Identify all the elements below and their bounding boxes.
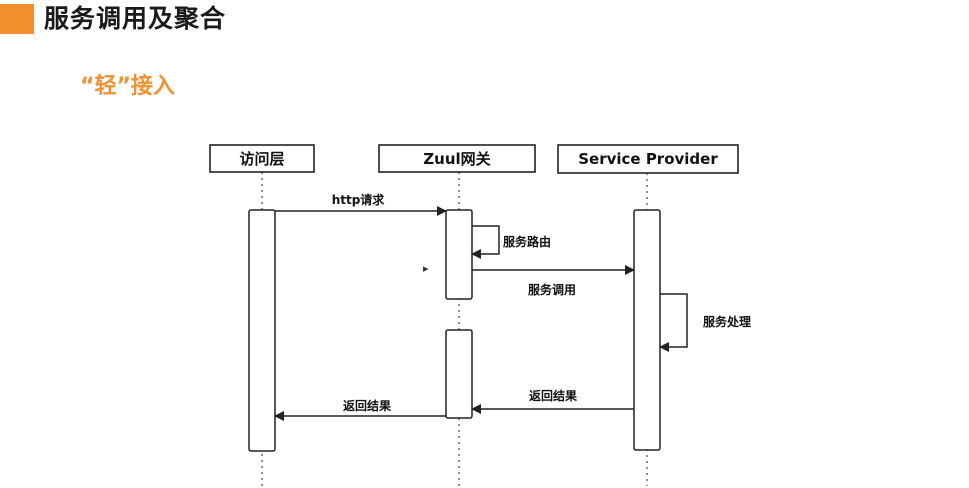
participant-label: Service Provider [578, 150, 718, 168]
participant-label: Zuul网关 [423, 150, 490, 168]
mouse-cursor-icon: ▸ [423, 262, 429, 275]
participant-provider: Service Provider [557, 144, 739, 174]
message-return-provider-label: 返回结果 [529, 388, 577, 403]
activation-zuul-return [445, 329, 473, 419]
slide-subtitle: “轻”接入 [80, 74, 175, 99]
activation-zuul-routing [445, 209, 473, 300]
message-service-routing-label: 服务路由 [503, 234, 551, 249]
activation-provider [633, 209, 661, 451]
message-service-processing-arrow [659, 293, 688, 352]
participant-zuul: Zuul网关 [378, 144, 536, 173]
message-http-request-label: http请求 [332, 192, 386, 207]
message-service-routing-arrow [471, 225, 500, 259]
slide-title: 服务调用及聚合 [44, 4, 227, 33]
message-service-call-label: 服务调用 [528, 282, 576, 297]
title-accent-bar [0, 4, 34, 34]
activation-access [248, 209, 276, 452]
participant-label: 访问层 [239, 150, 284, 168]
message-service-processing-label: 服务处理 [703, 314, 751, 329]
participant-access: 访问层 [209, 144, 315, 173]
message-return-zuul-label: 返回结果 [343, 398, 391, 413]
